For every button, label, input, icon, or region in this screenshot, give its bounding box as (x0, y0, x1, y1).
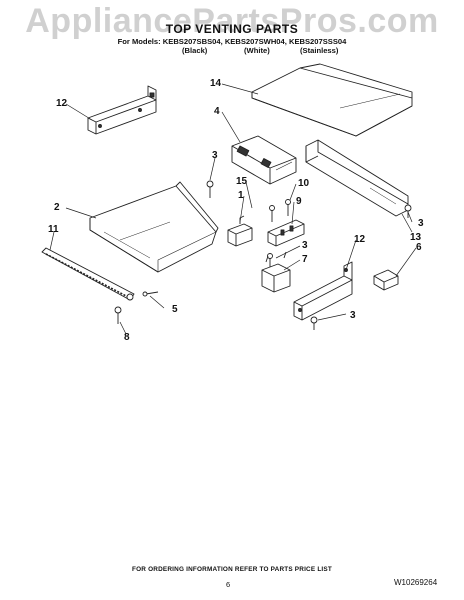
part-5-screw (142, 291, 159, 297)
callout-2: 2 (54, 202, 60, 213)
part-3-screw-b (267, 253, 273, 268)
callout-3-c: 3 (302, 240, 308, 251)
part-7-switch (261, 251, 291, 293)
callout-8: 8 (124, 332, 130, 343)
part-9-terminal-block (267, 219, 305, 247)
part-2-panel (89, 181, 219, 273)
page-number: 6 (226, 580, 231, 589)
part-4-assembly (231, 135, 297, 185)
part-8-screw (114, 306, 122, 324)
callout-3-b: 3 (418, 218, 424, 229)
callout-5: 5 (172, 304, 178, 315)
color-white: (White) (244, 46, 270, 55)
part-13-rail (305, 139, 409, 217)
ordering-note: FOR ORDERING INFORMATION REFER TO PARTS … (132, 566, 332, 573)
part-14-vent-duct (251, 63, 413, 137)
part-10-screw (285, 199, 291, 216)
callout-labels: 12 14 4 3 15 10 1 9 2 11 3 13 12 6 3 7 5… (48, 78, 424, 343)
part-1-relay (227, 215, 253, 247)
part-12-bracket-left (87, 85, 157, 135)
part-12-bracket-right (293, 261, 353, 321)
callout-10: 10 (298, 178, 310, 189)
callout-6: 6 (416, 242, 422, 253)
callout-12-b: 12 (354, 234, 366, 245)
part-3-screw-c (310, 316, 318, 330)
callout-7: 7 (302, 254, 308, 265)
callout-4: 4 (214, 106, 220, 117)
color-stainless: (Stainless) (300, 46, 339, 55)
document-id: W10269264 (394, 578, 438, 587)
part-3-screw-d (404, 204, 412, 218)
callout-1: 1 (238, 190, 244, 201)
callout-13: 13 (410, 232, 422, 243)
callout-12-a: 12 (56, 98, 68, 109)
part-15-screw (269, 205, 275, 222)
callout-3-d: 3 (350, 310, 356, 321)
callout-3-a: 3 (212, 150, 218, 161)
callout-9: 9 (296, 196, 302, 207)
part-6-block (373, 269, 399, 291)
callout-14: 14 (210, 78, 222, 89)
color-black: (Black) (182, 46, 208, 55)
watermark: AppliancePartsPros.com (25, 2, 439, 40)
leader-lines (49, 83, 417, 335)
callout-11: 11 (48, 224, 59, 235)
page-title: TOP VENTING PARTS (165, 22, 299, 36)
part-3-screw-a (206, 180, 214, 198)
models-line: For Models: KEBS207SBS04, KEBS207SWH04, … (117, 37, 347, 46)
part-11-strip (41, 247, 135, 301)
callout-15: 15 (236, 176, 248, 187)
